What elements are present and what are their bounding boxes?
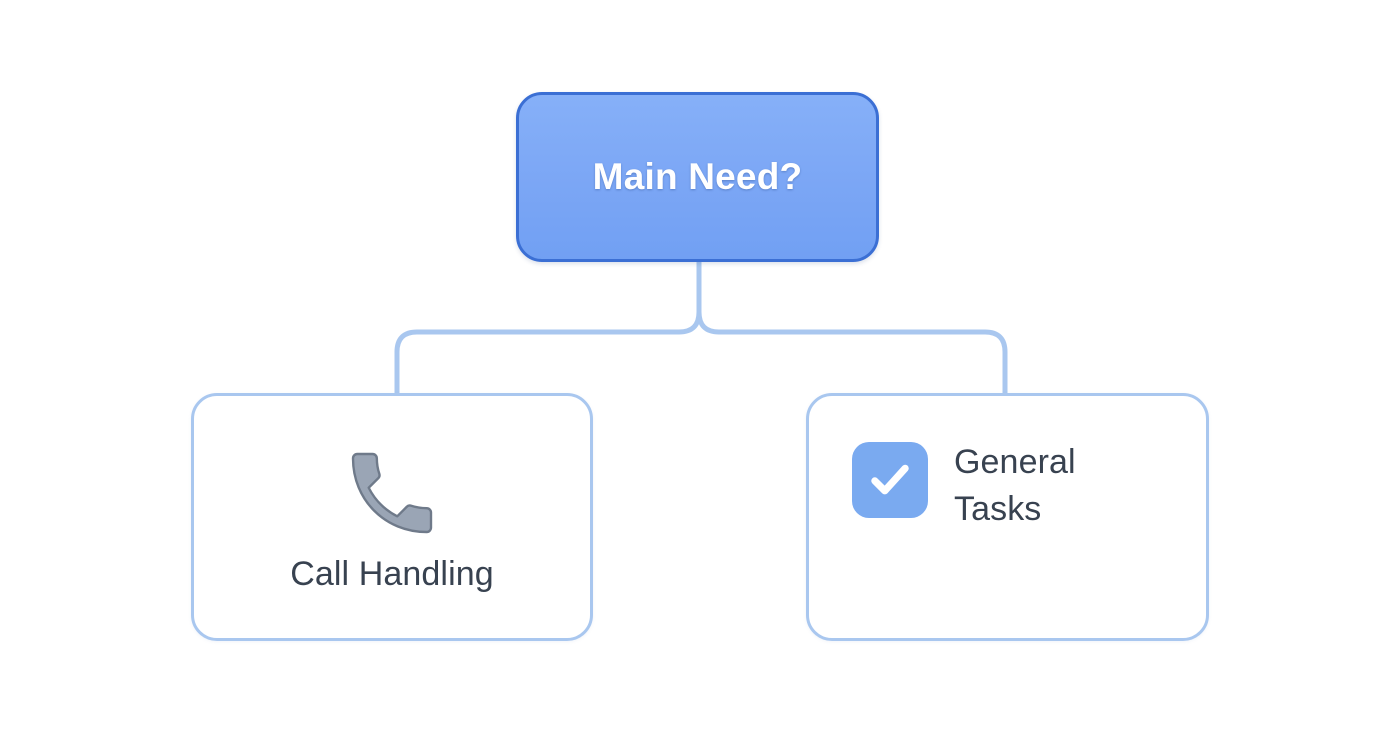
root-node-label: Main Need? [592,156,803,197]
phone-handset-icon [337,441,447,545]
general-tasks-content: General Tasks [852,439,1076,533]
general-tasks-line-1: General [954,443,1076,481]
connector-right [696,259,1008,396]
option-card-call-handling[interactable]: Call Handling [191,393,593,641]
option-card-label-call-handling: Call Handling [290,554,494,593]
option-card-label-general-tasks: General Tasks [954,439,1076,533]
connector-left [394,259,702,396]
checkbox-check-icon [852,442,928,518]
root-node-main-need[interactable]: Main Need? [516,92,879,262]
general-tasks-line-2: Tasks [954,489,1042,528]
option-card-general-tasks[interactable]: General Tasks [806,393,1209,641]
